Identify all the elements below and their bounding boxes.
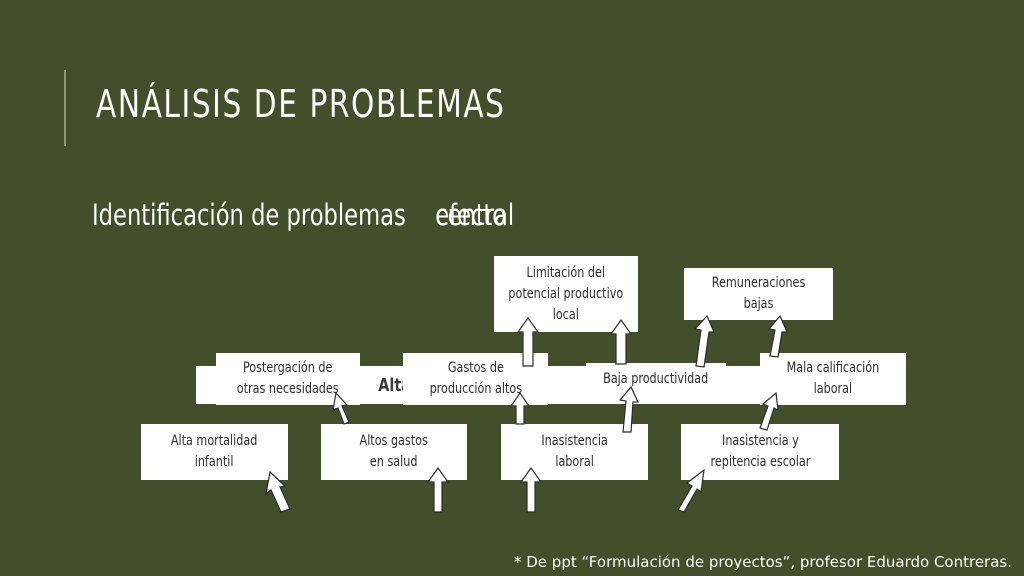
subtitle-overlay-central: central: [435, 198, 515, 232]
arrow-up-icon: [609, 318, 633, 365]
effect-box-inasistencia-laboral: Inasistencia laboral: [501, 424, 648, 480]
arrow-up-icon: [509, 391, 531, 425]
effect-box-mala-calificacion: Mala calificación laboral: [760, 353, 906, 405]
effect-box-remuneraciones: Remuneraciones bajas: [684, 268, 833, 320]
effect-box-baja-productividad: Baja productividad: [586, 363, 726, 395]
slide-subtitle: Identificación de problemas central efec…: [92, 198, 514, 232]
slide-title: ANÁLISIS DE PROBLEMAS: [96, 82, 506, 126]
arrow-up-icon: [516, 316, 540, 367]
arrow-up-icon: [426, 466, 450, 513]
arrow-up-icon: [759, 391, 779, 431]
arrow-up-icon: [693, 314, 715, 368]
arrow-up-icon: [519, 466, 543, 513]
effect-box-inasistencia-escolar: Inasistencia y repitencia escolar: [681, 424, 839, 480]
source-footnote: * De ppt “Formulación de proyectos”, pro…: [513, 553, 1012, 571]
arrow-up-icon: [618, 385, 639, 433]
subtitle-text: Identificación de problemas: [92, 198, 406, 232]
effect-box-mortalidad: Alta mortalidad infantil: [141, 424, 288, 480]
arrow-up-icon: [332, 391, 350, 425]
effect-box-gastos-salud: Altos gastos en salud: [321, 424, 467, 480]
arrow-up-icon: [265, 470, 291, 513]
arrow-up-icon: [677, 468, 705, 513]
effect-box-limitacion: Limitación del potencial productivo loca…: [494, 256, 638, 332]
subtitle-overlay-efecto: efecto: [435, 198, 507, 232]
title-accent-bar: [64, 70, 66, 146]
arrow-up-icon: [767, 314, 788, 358]
